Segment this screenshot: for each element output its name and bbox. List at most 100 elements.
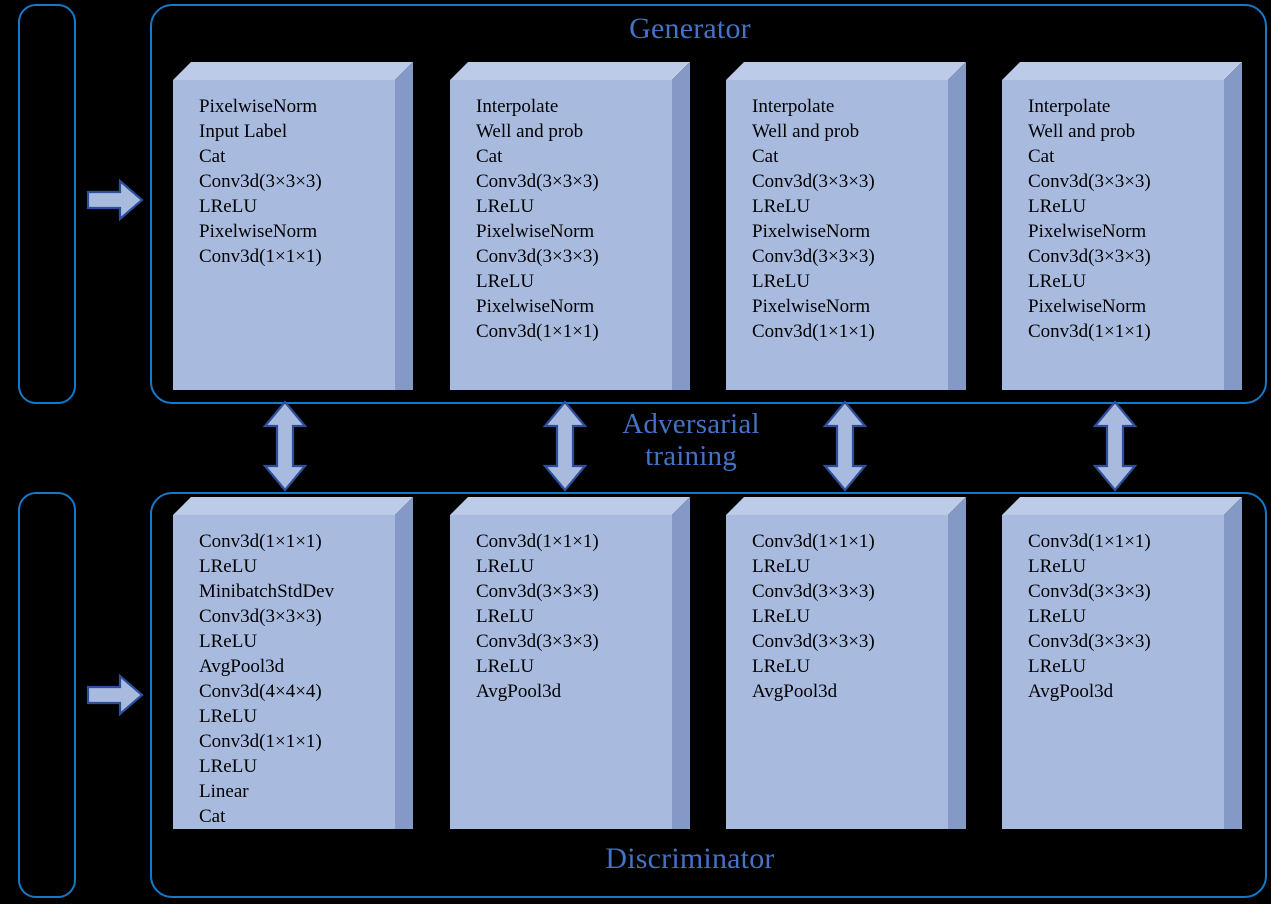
adversarial-training-label: Adversarial training bbox=[622, 408, 760, 473]
adversarial-arrow-icon-4 bbox=[1092, 400, 1138, 492]
discriminator-block-1-layers: Conv3d(1×1×1) LReLU MinibatchStdDev Conv… bbox=[173, 515, 395, 829]
generator-block-1[interactable]: PixelwiseNorm Input Label Cat Conv3d(3×3… bbox=[173, 62, 413, 390]
block-right-face bbox=[395, 497, 413, 829]
layer-item: Conv3d(1×1×1) bbox=[476, 321, 599, 342]
layer-item: Conv3d(3×3×3) bbox=[199, 606, 322, 627]
generator-title: Generator bbox=[629, 12, 751, 45]
block-right-face bbox=[395, 62, 413, 390]
layer-item: Conv3d(3×3×3) bbox=[752, 171, 875, 192]
layer-item: PixelwiseNorm bbox=[1028, 221, 1147, 242]
layer-item: Conv3d(3×3×3) bbox=[199, 171, 322, 192]
layer-item: AvgPool3d bbox=[752, 681, 838, 702]
block-right-face bbox=[948, 62, 966, 390]
layer-item: PixelwiseNorm bbox=[199, 221, 318, 242]
layer-item: AvgPool3d bbox=[1028, 681, 1114, 702]
layer-item: Conv3d(3×3×3) bbox=[1028, 246, 1151, 267]
layer-item: Conv3d(3×3×3) bbox=[1028, 171, 1151, 192]
block-right-face bbox=[672, 62, 690, 390]
block-front-face bbox=[1002, 515, 1224, 829]
layer-item: PixelwiseNorm bbox=[199, 96, 318, 117]
block-top-face bbox=[726, 497, 966, 515]
block-top-face bbox=[173, 62, 413, 80]
layer-item: AvgPool3d bbox=[199, 656, 285, 677]
layer-item: Cat bbox=[752, 146, 779, 167]
layer-item: LReLU bbox=[476, 606, 535, 627]
layer-item: Conv3d(1×1×1) bbox=[476, 531, 599, 552]
layer-item: Conv3d(1×1×1) bbox=[199, 246, 322, 267]
layer-item: LReLU bbox=[752, 606, 811, 627]
block-front-face bbox=[1002, 80, 1224, 390]
layer-item: Cat bbox=[199, 146, 226, 167]
layer-item: LReLU bbox=[752, 196, 811, 217]
layer-item: Conv3d(3×3×3) bbox=[752, 631, 875, 652]
discriminator-input-arrow-icon bbox=[86, 673, 144, 717]
discriminator-block-1[interactable]: Conv3d(1×1×1) LReLU MinibatchStdDev Conv… bbox=[173, 497, 413, 829]
layer-item: LReLU bbox=[199, 706, 258, 727]
generator-block-3-layers: Interpolate Well and prob Cat Conv3d(3×3… bbox=[726, 80, 948, 390]
layer-item: Well and prob bbox=[476, 121, 584, 142]
layer-item: PixelwiseNorm bbox=[752, 296, 871, 317]
layer-item: Conv3d(1×1×1) bbox=[752, 321, 875, 342]
layer-item: PixelwiseNorm bbox=[476, 296, 595, 317]
generator-block-2-layers: Interpolate Well and prob Cat Conv3d(3×3… bbox=[450, 80, 672, 390]
layer-item: Conv3d(1×1×1) bbox=[1028, 321, 1151, 342]
layer-item: Conv3d(1×1×1) bbox=[752, 531, 875, 552]
layer-item: LReLU bbox=[199, 556, 258, 577]
layer-item: PixelwiseNorm bbox=[1028, 296, 1147, 317]
layer-item: LReLU bbox=[476, 196, 535, 217]
block-right-face bbox=[948, 497, 966, 829]
discriminator-block-3[interactable]: Conv3d(1×1×1) LReLU Conv3d(3×3×3) LReLU … bbox=[726, 497, 966, 829]
block-top-face bbox=[726, 62, 966, 80]
discriminator-block-2[interactable]: Conv3d(1×1×1) LReLU Conv3d(3×3×3) LReLU … bbox=[450, 497, 690, 829]
discriminator-block-3-layers: Conv3d(1×1×1) LReLU Conv3d(3×3×3) LReLU … bbox=[726, 515, 948, 829]
block-right-face bbox=[1224, 497, 1242, 829]
block-front-face bbox=[726, 515, 948, 829]
layer-item: Well and prob bbox=[1028, 121, 1136, 142]
layer-item: LReLU bbox=[752, 556, 811, 577]
layer-item: Cat bbox=[1028, 146, 1055, 167]
block-right-face bbox=[1224, 62, 1242, 390]
layer-item: Conv3d(1×1×1) bbox=[199, 531, 322, 552]
adversarial-arrow-icon-2 bbox=[542, 400, 588, 492]
block-front-face bbox=[173, 80, 395, 390]
layer-item: LReLU bbox=[1028, 606, 1087, 627]
layer-item: LReLU bbox=[476, 656, 535, 677]
block-top-face bbox=[450, 62, 690, 80]
layer-item: Conv3d(3×3×3) bbox=[476, 581, 599, 602]
block-front-face bbox=[173, 515, 395, 829]
discriminator-block-4-layers: Conv3d(1×1×1) LReLU Conv3d(3×3×3) LReLU … bbox=[1002, 515, 1224, 829]
layer-item: MinibatchStdDev bbox=[199, 581, 335, 602]
layer-item: Conv3d(1×1×1) bbox=[199, 731, 322, 752]
generator-input-arrow-icon bbox=[86, 178, 144, 222]
layer-item: Conv3d(4×4×4) bbox=[199, 681, 322, 702]
layer-item: Conv3d(3×3×3) bbox=[1028, 631, 1151, 652]
layer-item: Conv3d(3×3×3) bbox=[752, 581, 875, 602]
layer-item: Conv3d(3×3×3) bbox=[476, 246, 599, 267]
layer-item: Cat bbox=[199, 806, 226, 827]
layer-item: LReLU bbox=[199, 756, 258, 777]
discriminator-panel bbox=[150, 492, 1267, 898]
discriminator-block-4[interactable]: Conv3d(1×1×1) LReLU Conv3d(3×3×3) LReLU … bbox=[1002, 497, 1242, 829]
generator-block-2[interactable]: Interpolate Well and prob Cat Conv3d(3×3… bbox=[450, 62, 690, 390]
layer-item: PixelwiseNorm bbox=[476, 221, 595, 242]
adversarial-arrow-icon-3 bbox=[822, 400, 868, 492]
block-front-face bbox=[726, 80, 948, 390]
layer-item: Conv3d(3×3×3) bbox=[476, 631, 599, 652]
layer-item: Cat bbox=[476, 146, 503, 167]
layer-item: LReLU bbox=[476, 271, 535, 292]
layer-item: LReLU bbox=[1028, 556, 1087, 577]
layer-item: LReLU bbox=[199, 631, 258, 652]
layer-item: LReLU bbox=[1028, 196, 1087, 217]
generator-input-container bbox=[18, 4, 76, 404]
generator-block-3[interactable]: Interpolate Well and prob Cat Conv3d(3×3… bbox=[726, 62, 966, 390]
layer-item: Well and prob bbox=[752, 121, 860, 142]
block-top-face bbox=[450, 497, 690, 515]
layer-item: Conv3d(3×3×3) bbox=[476, 171, 599, 192]
layer-item: AvgPool3d bbox=[476, 681, 562, 702]
layer-item: Interpolate bbox=[476, 96, 559, 117]
layer-item: LReLU bbox=[199, 196, 258, 217]
generator-block-4[interactable]: Interpolate Well and prob Cat Conv3d(3×3… bbox=[1002, 62, 1242, 390]
generator-panel bbox=[150, 4, 1267, 404]
layer-item: LReLU bbox=[1028, 271, 1087, 292]
